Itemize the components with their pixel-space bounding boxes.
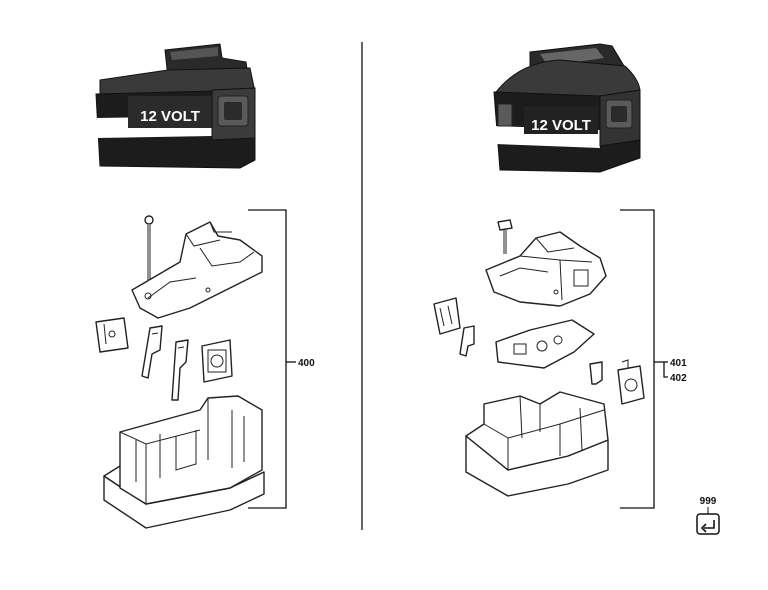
left-battery-label: 12 VOLT bbox=[140, 108, 200, 125]
right-small-terminal bbox=[459, 325, 475, 357]
right-battery-pack: 12 VOLT bbox=[493, 43, 641, 173]
left-housing bbox=[103, 395, 265, 529]
callout-402: 402 bbox=[670, 373, 687, 384]
right-top-cover bbox=[485, 231, 607, 307]
right-battery-label: 12 VOLT bbox=[531, 117, 591, 134]
right-terminal-plate bbox=[617, 359, 645, 405]
callout-400: 400 bbox=[298, 358, 315, 369]
callout-401: 401 bbox=[670, 358, 687, 369]
right-assembly-bracket bbox=[620, 209, 668, 509]
right-contact-tab bbox=[589, 361, 603, 385]
left-contact-pad bbox=[95, 317, 129, 353]
left-battery-pack: 12 VOLT bbox=[95, 43, 256, 169]
left-screw bbox=[144, 215, 154, 286]
left-terminal-1 bbox=[141, 325, 163, 379]
right-screw bbox=[497, 219, 513, 254]
left-terminal-plate bbox=[201, 339, 233, 383]
callout-999: 999 bbox=[700, 496, 717, 507]
right-insulator-plate bbox=[495, 319, 595, 369]
left-terminal-2 bbox=[171, 339, 189, 401]
right-side-clip bbox=[433, 297, 461, 335]
left-top-cover bbox=[131, 221, 263, 319]
return-arrow-icon bbox=[696, 513, 720, 535]
right-housing bbox=[465, 391, 609, 497]
left-assembly-bracket bbox=[248, 209, 296, 509]
